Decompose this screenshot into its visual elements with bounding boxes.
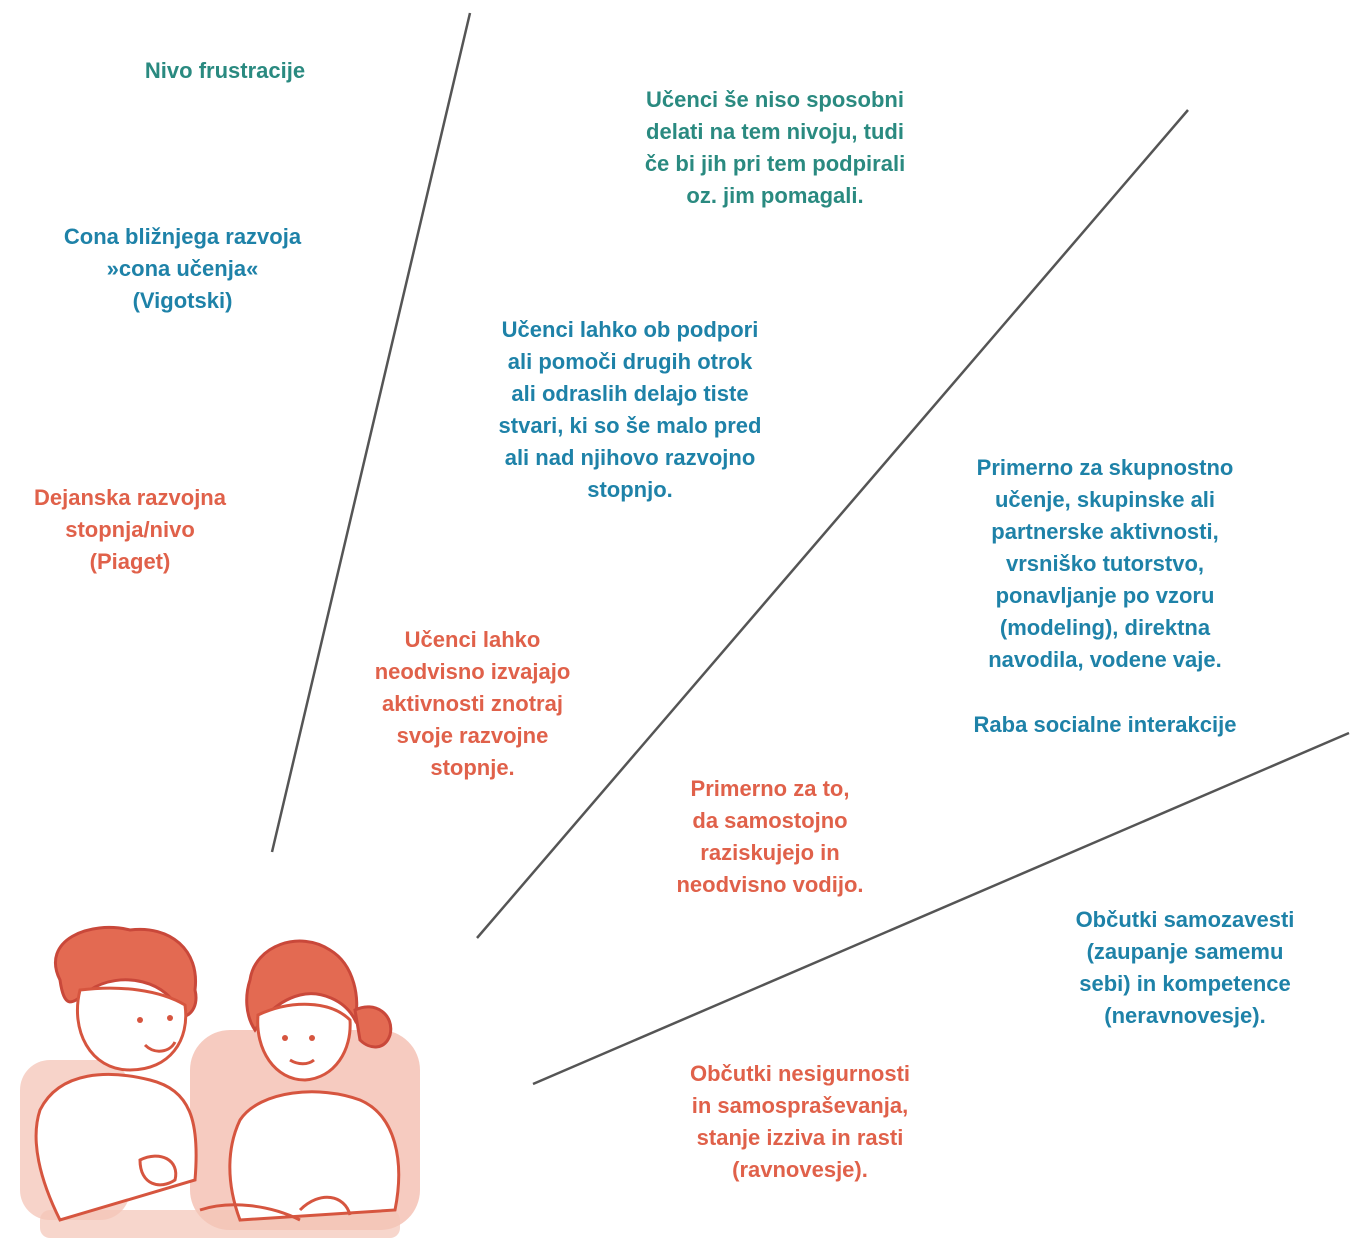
- two-children-reading-illustration: [20, 925, 420, 1238]
- text-with-support: Učenci lahko ob podpori ali pomoči drugi…: [498, 317, 762, 502]
- text-suitable-group-learning: Primerno za skupnostno učenje, skupinske…: [976, 455, 1234, 672]
- label-actual-development-level: Dejanska razvojna stopnja/nivo (Piaget): [34, 485, 226, 574]
- label-zone-proximal-development: Cona bližnjega razvoja »cona učenja« (Vi…: [63, 224, 302, 313]
- label-frustration-level: Nivo frustracije: [144, 58, 306, 83]
- divider-line-left: [270, 12, 472, 853]
- text-social-interaction: Raba socialne interakcije: [973, 712, 1237, 737]
- text-suitable-independent: Primerno za to, da samostojno raziskujej…: [676, 776, 864, 897]
- text-feelings-confidence: Občutki samozavesti (zaupanje samemu seb…: [1075, 907, 1295, 1028]
- text-not-capable: Učenci še niso sposobni delati na tem ni…: [644, 87, 906, 208]
- text-independent: Učenci lahko neodvisno izvajajo aktivnos…: [374, 627, 571, 780]
- text-feelings-insecurity: Občutki nesigurnosti in samospraševanja,…: [689, 1061, 911, 1182]
- divider-line-middle: [476, 109, 1189, 939]
- divider-line-right: [532, 731, 1350, 1086]
